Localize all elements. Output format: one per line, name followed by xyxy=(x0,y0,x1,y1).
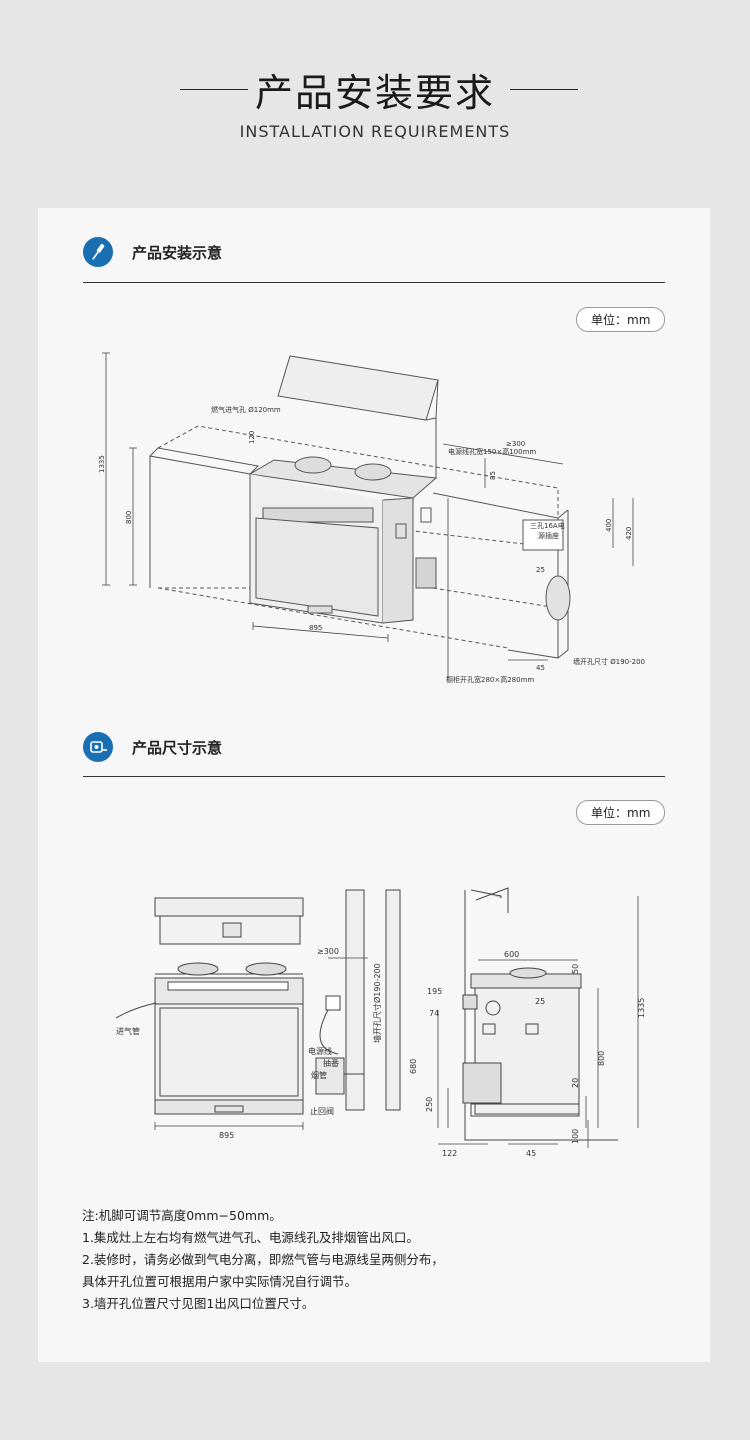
title-rule-right xyxy=(510,89,578,90)
dim-1335-2: 1335 xyxy=(637,998,646,1018)
dim-420: 420 xyxy=(625,527,633,540)
dim-400: 400 xyxy=(605,519,613,532)
note-line: 3.墙开孔位置尺寸见图1出风口位置尺寸。 xyxy=(82,1296,315,1311)
section2-unit-badge: 单位：mm xyxy=(576,800,666,825)
note-line: 具体开孔位置可根据用户家中实际情况自行调节。 xyxy=(82,1274,358,1289)
dim-74: 74 xyxy=(429,1009,439,1018)
page-header: 产品安装要求 INSTALLATION REQUIREMENTS xyxy=(0,0,750,200)
dim-45-2: 45 xyxy=(526,1149,536,1158)
section1-divider xyxy=(83,282,665,283)
note-line: 2.装修时，请务必做到气电分离，即燃气管与电源线呈两侧分布， xyxy=(82,1252,444,1267)
dim-25: 25 xyxy=(536,566,545,574)
content-card: 产品安装示意 单位：mm xyxy=(38,208,710,1362)
dim-250: 250 xyxy=(425,1097,434,1112)
dim-ge-300: ≥300 xyxy=(506,440,525,448)
dim-600: 600 xyxy=(504,950,519,959)
tape-measure-icon xyxy=(83,732,113,762)
label-hood-pipe-a: 抽番 xyxy=(323,1058,339,1068)
page-title: 产品安装要求 xyxy=(254,71,495,115)
dim-85: 85 xyxy=(489,471,497,480)
dim-895-2: 895 xyxy=(219,1131,234,1140)
dim-680: 680 xyxy=(409,1059,418,1074)
label-power-line: 电源线 xyxy=(308,1046,332,1056)
dim-1335: 1335 xyxy=(98,455,106,473)
dimension-diagram: ≥300 墙开孔尺寸Ø190-200 进气管 电源线 抽番 烟管 止回阀 895… xyxy=(115,887,646,1158)
notes-block: 注:机脚可调节高度0mm−50mm。 1.集成灶上左右均有燃气进气孔、电源线孔及… xyxy=(82,1205,444,1315)
section1-title: 产品安装示意 xyxy=(132,244,223,262)
label-socket-a: 三孔16A电 xyxy=(530,521,565,530)
dim-50: 50 xyxy=(571,964,580,974)
note-line: 注:机脚可调节高度0mm−50mm。 xyxy=(82,1208,282,1223)
dim-ge-300: ≥300 xyxy=(317,947,339,956)
note-line: 1.集成灶上左右均有燃气进气孔、电源线孔及排烟管出风口。 xyxy=(82,1230,419,1245)
section2-divider xyxy=(83,776,665,777)
label-check-valve: 止回阀 xyxy=(310,1106,334,1116)
label-wall-hole-2: 墙开孔尺寸Ø190-200 xyxy=(372,963,382,1043)
title-rule-left xyxy=(180,89,248,90)
label-gas-hole: 燃气进气孔 Ø120mm xyxy=(211,405,281,414)
dim-800: 800 xyxy=(125,511,133,524)
dim-195: 195 xyxy=(427,987,442,996)
dim-895: 895 xyxy=(309,624,322,632)
dim-45: 45 xyxy=(536,664,545,672)
section2-title: 产品尺寸示意 xyxy=(132,739,223,757)
label-wall-hole: 墙开孔尺寸 Ø190-200 xyxy=(573,657,645,666)
section1-unit-badge: 单位：mm xyxy=(576,307,666,332)
screwdriver-icon xyxy=(83,237,113,267)
label-hood-pipe-b: 烟管 xyxy=(311,1070,327,1080)
dim-20: 20 xyxy=(571,1078,580,1088)
dim-120: 120 xyxy=(248,431,256,444)
page-subtitle: INSTALLATION REQUIREMENTS xyxy=(239,122,511,141)
dim-25-2: 25 xyxy=(535,997,545,1006)
label-socket-b: 源插座 xyxy=(538,531,559,540)
dim-100: 100 xyxy=(571,1129,580,1144)
dim-800-2: 800 xyxy=(597,1051,606,1066)
dim-122: 122 xyxy=(442,1149,457,1158)
label-power-hole: 电源线孔宽150×高100mm xyxy=(448,447,536,456)
installation-diagram: 燃气进气孔 Ø120mm 120 1335 800 895 ≥300 电源线孔宽… xyxy=(98,352,645,684)
label-cabinet-hole: 橱柜开孔宽280×高280mm xyxy=(446,675,534,684)
label-gas-pipe: 进气管 xyxy=(116,1026,140,1036)
